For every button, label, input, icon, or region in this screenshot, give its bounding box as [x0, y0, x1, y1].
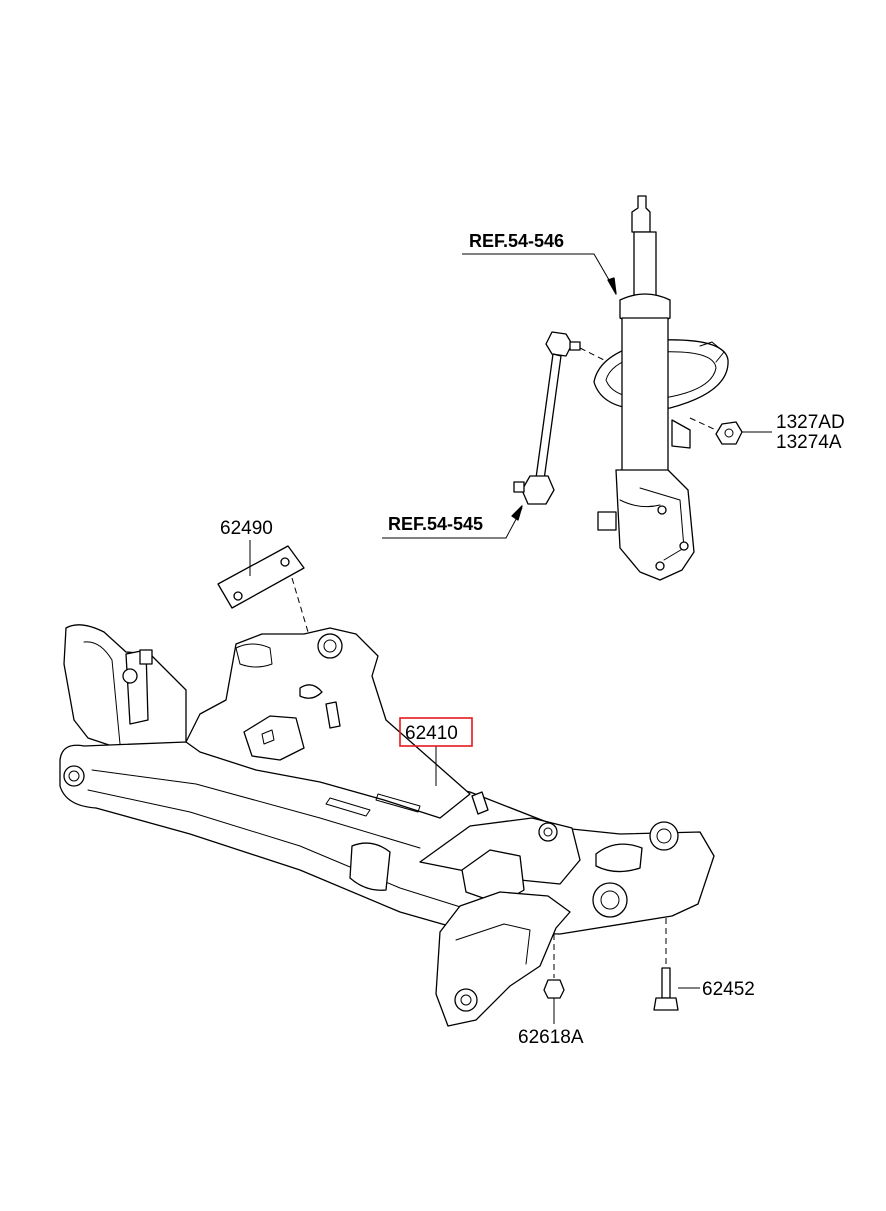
subframe: [59, 624, 715, 1027]
hex-nut-icon: [543, 934, 565, 999]
label-bolt[interactable]: 62452: [702, 979, 755, 1000]
strut-assembly: [593, 195, 729, 581]
label-ref-strut[interactable]: REF.54-546: [469, 231, 564, 251]
label-ref-link[interactable]: REF.54-545: [388, 514, 483, 534]
label-nut-b[interactable]: 13274A: [776, 432, 842, 453]
label-nut-a[interactable]: 1327AD: [776, 412, 845, 433]
highlight-box: [399, 717, 473, 747]
stabilizer-link: [513, 331, 605, 505]
flange-nut-icon: [689, 417, 743, 445]
label-subframe[interactable]: 62410: [405, 723, 458, 744]
label-nut-small[interactable]: 62618A: [518, 1027, 584, 1048]
leader-lines: [249, 253, 772, 1024]
bolt-icon: [653, 918, 679, 1011]
label-bracket[interactable]: 62490: [220, 518, 273, 539]
